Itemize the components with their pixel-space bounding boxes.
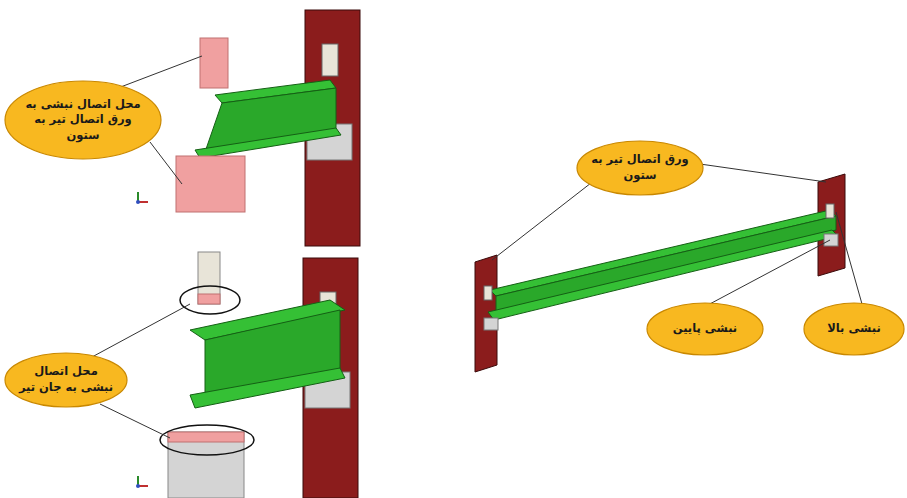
- highlight-ring: [180, 286, 240, 314]
- leader-line: [492, 176, 600, 260]
- pink-plate: [176, 156, 245, 212]
- top-angle: [322, 44, 338, 76]
- bottom-angle: [824, 234, 838, 246]
- leader-line: [100, 404, 170, 438]
- leader-line: [92, 304, 190, 357]
- angle-detail: [198, 252, 220, 304]
- bottom-angle: [484, 318, 498, 330]
- callout-ellipse: محل اتصال نبشی به ورق اتصال تیر به ستون: [4, 80, 162, 160]
- callout-ellipse: نبشی پایین: [646, 302, 764, 356]
- ellipse-outline: [5, 353, 127, 407]
- ellipse-outline: [647, 303, 763, 355]
- top-angle: [826, 204, 834, 218]
- leader-line: [118, 56, 202, 88]
- ellipse-outline: [5, 81, 161, 159]
- callout-ellipse: نبشی بالا: [803, 302, 905, 356]
- pink-plate: [200, 38, 228, 88]
- beam-flange: [488, 230, 838, 320]
- callout-text: ورق اتصال تیر به ستون: [576, 152, 704, 183]
- callout-text: نبشی بالا: [813, 321, 895, 337]
- top-angle: [484, 286, 492, 300]
- axis-icon: [136, 476, 148, 488]
- weld-area: [168, 432, 244, 442]
- beam-flange: [190, 368, 345, 408]
- callout-ellipse: محل اتصال نبشی به جان تیر: [4, 352, 128, 408]
- bottom-left-assembly: [92, 252, 358, 498]
- callout-text: محل اتصال نبشی به ورق اتصال تیر به ستون: [4, 97, 162, 144]
- highlight-ring: [160, 425, 254, 455]
- leader-line: [150, 142, 182, 184]
- beam-flange: [195, 128, 341, 158]
- leader-line: [836, 212, 862, 304]
- ellipse-outline: [804, 303, 904, 355]
- callout-text: محل اتصال نبشی به جان تیر: [4, 364, 128, 395]
- weld-area: [198, 294, 220, 304]
- callout-ellipse: ورق اتصال تیر به ستون: [576, 140, 704, 196]
- angle-detail: [168, 432, 244, 498]
- leader-line: [706, 240, 830, 306]
- axis-icon: [136, 192, 148, 204]
- beam-flange: [490, 210, 836, 296]
- leader-line: [700, 164, 826, 182]
- ellipse-outline: [577, 141, 703, 195]
- right-assembly: [475, 164, 862, 372]
- callout-text: نبشی پایین: [659, 321, 751, 337]
